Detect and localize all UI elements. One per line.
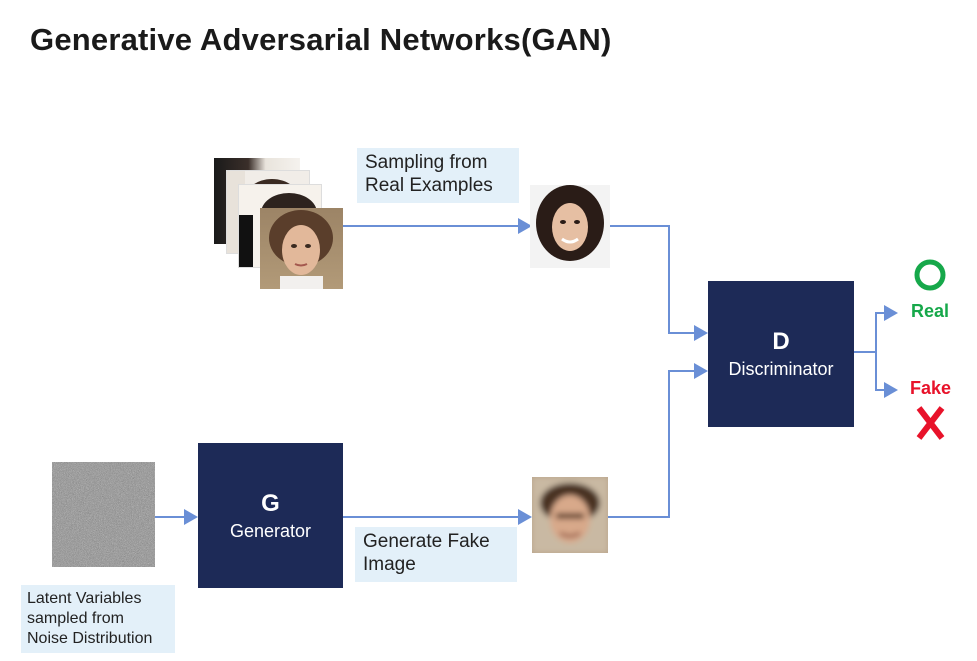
sampling-caption-line-2: Real Examples	[365, 175, 493, 196]
discriminator-box: D Discriminator	[708, 281, 854, 427]
arrow-to-real	[854, 305, 898, 353]
generate-caption: Generate Fake Image	[355, 527, 517, 582]
page-title: Generative Adversarial Networks(GAN)	[30, 22, 612, 57]
fake-label: Fake	[910, 378, 952, 398]
discriminator-label: Discriminator	[728, 359, 834, 379]
noise-image	[52, 462, 155, 567]
latent-caption-line-1: Latent Variables	[27, 590, 142, 607]
latent-caption-line-3: Noise Distribution	[27, 630, 153, 647]
generate-caption-line-2: Image	[363, 554, 416, 575]
sampling-caption: Sampling from Real Examples	[357, 148, 519, 203]
arrow-to-fake	[875, 352, 898, 398]
generator-label: Generator	[229, 520, 312, 541]
generate-caption-line-1: Generate Fake	[363, 531, 490, 552]
latent-caption: Latent Variables sampled from Noise Dist…	[21, 585, 175, 653]
generated-fake-image	[532, 477, 608, 553]
arrow-fake-to-discriminator	[608, 363, 708, 518]
sampled-real-image	[530, 185, 610, 268]
generator-letter: G	[261, 489, 280, 517]
latent-caption-line-2: sampled from	[27, 610, 124, 627]
discriminator-letter: D	[772, 328, 790, 355]
generator-box: G Generator	[198, 443, 343, 588]
sampling-caption-line-1: Sampling from	[365, 152, 488, 173]
real-example-photo-4	[260, 208, 343, 289]
real-label: Real	[911, 301, 950, 321]
arrow-real-to-discriminator	[610, 225, 708, 341]
